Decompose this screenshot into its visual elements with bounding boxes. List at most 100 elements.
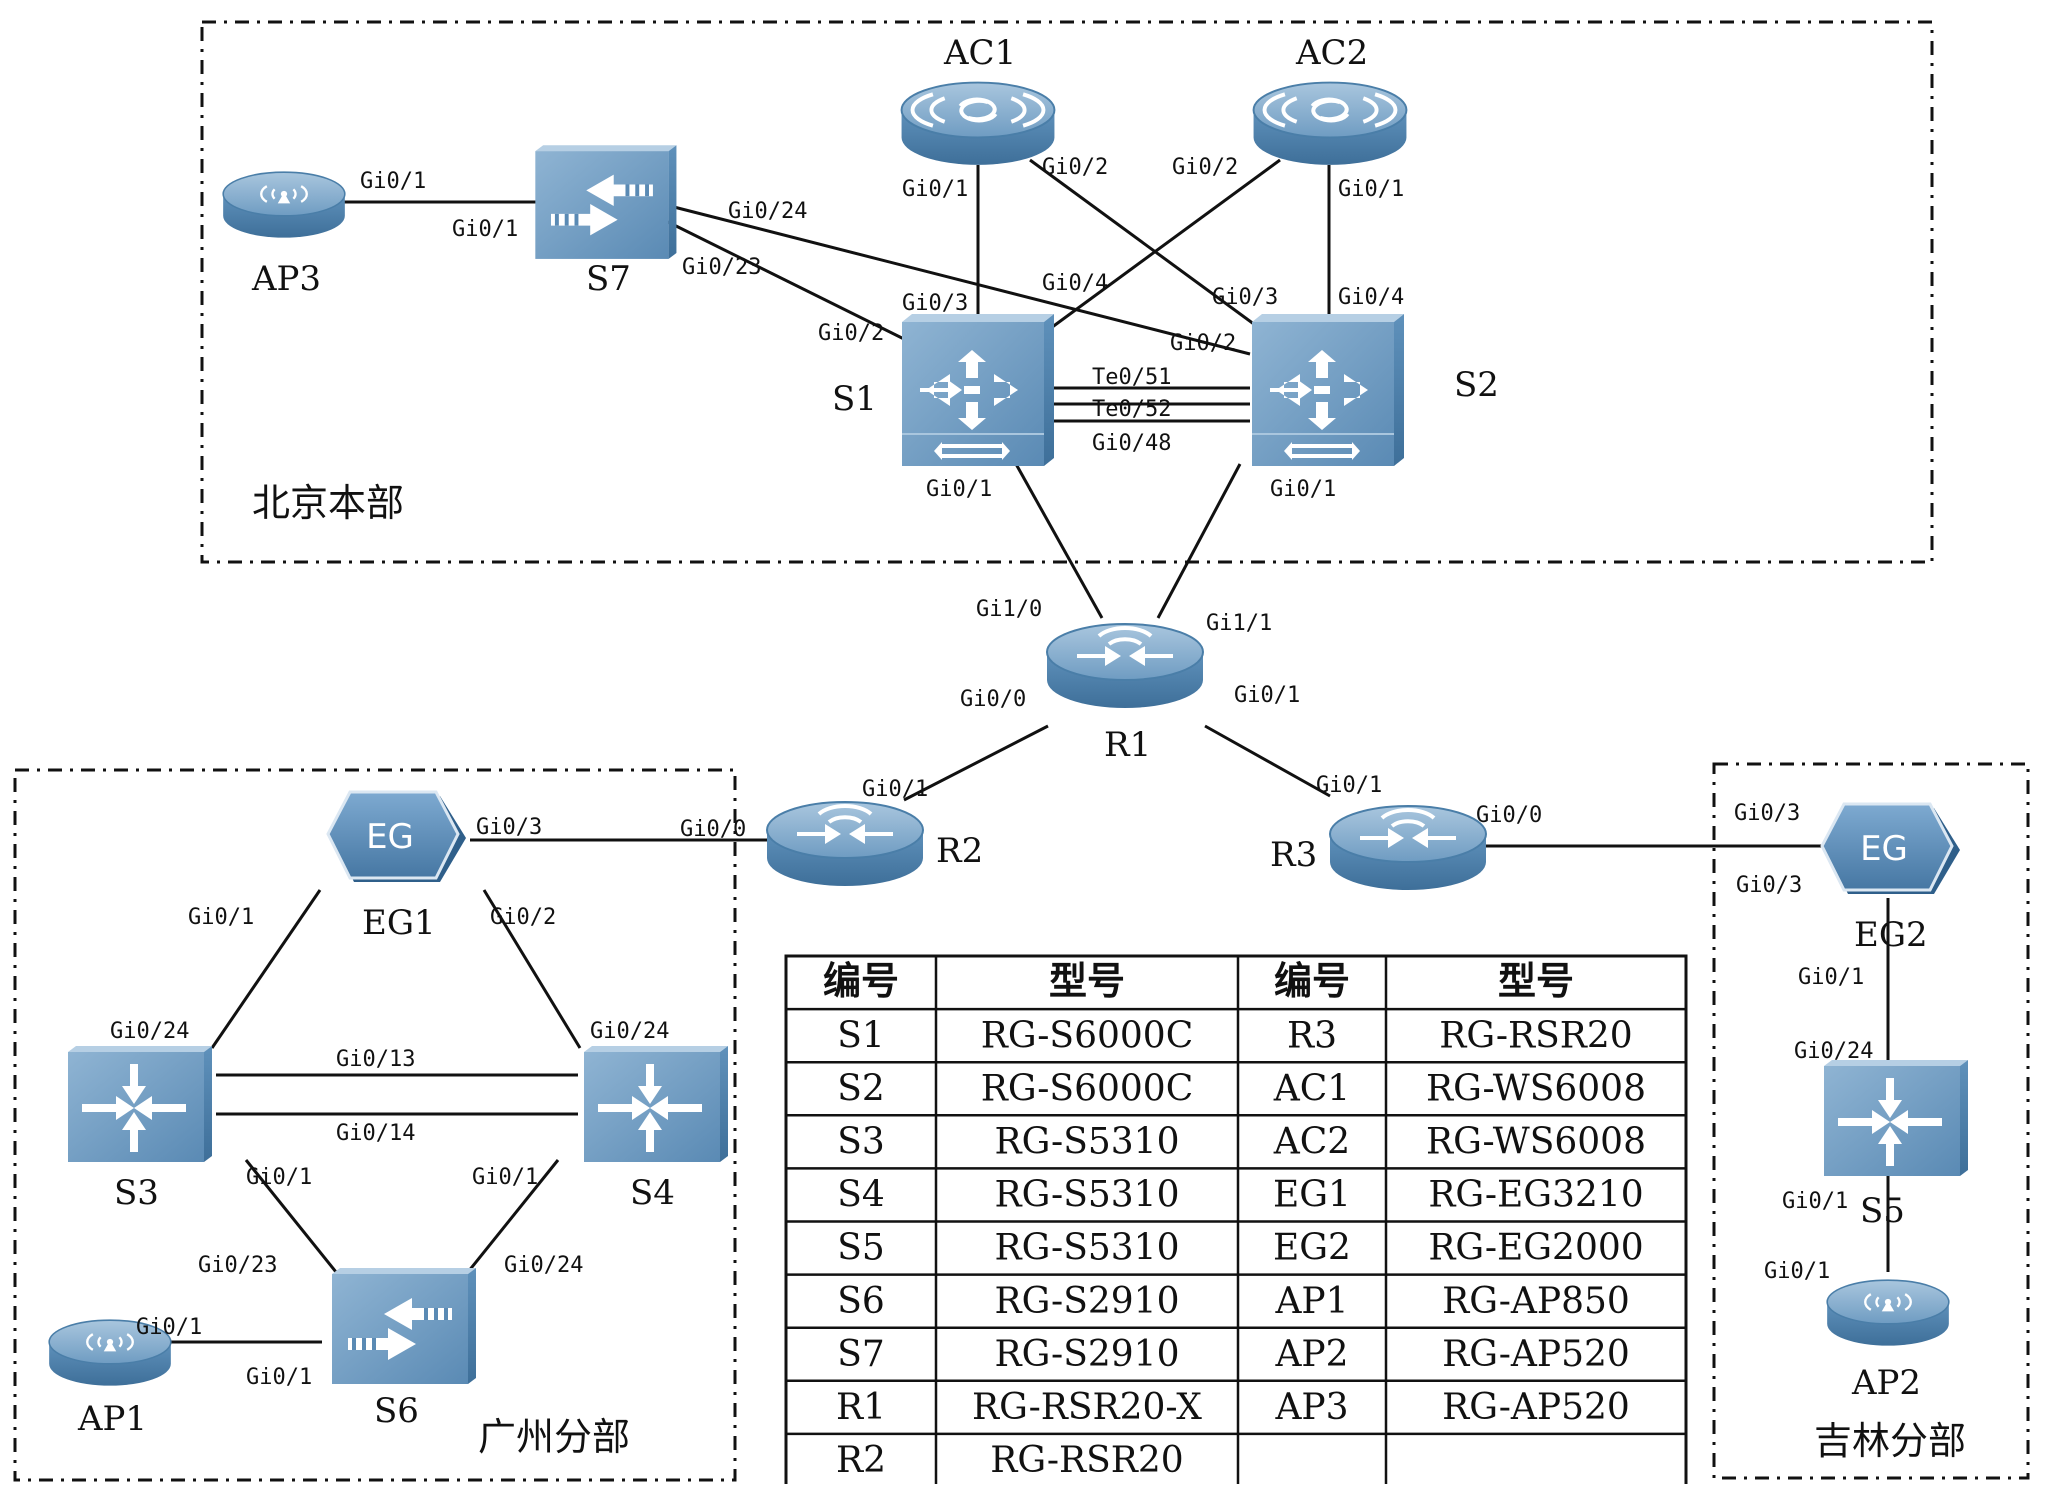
port-label: Gi0/2: [1172, 155, 1238, 180]
table-cell: RG-AP850: [1442, 1281, 1630, 1322]
port-label: Gi0/1: [188, 905, 254, 930]
device-s2[interactable]: [1250, 312, 1406, 468]
table-cell: RG-S2910: [995, 1281, 1180, 1322]
label-r2: R2: [936, 831, 983, 871]
port-label: Gi0/24: [504, 1253, 583, 1278]
port-label: Gi0/1: [902, 177, 968, 202]
label-eg1: EG1: [362, 903, 436, 943]
device-s7[interactable]: [535, 145, 677, 259]
table-cell: RG-S6000C: [981, 1068, 1194, 1109]
port-label: Gi0/0: [1476, 803, 1542, 828]
label-s6: S6: [374, 1391, 419, 1431]
port-label: Gi0/23: [198, 1253, 277, 1278]
table-cell: RG-RSR20: [1439, 1015, 1632, 1056]
device-ac1[interactable]: [900, 81, 1056, 166]
table-header-cell: 编号: [1274, 958, 1350, 1003]
region-jilin-border: [1712, 762, 2030, 1480]
table-cell: RG-S2910: [995, 1334, 1180, 1375]
eg1-icon-text: EG: [366, 817, 414, 857]
label-s1: S1: [832, 379, 877, 419]
label-ap2: AP2: [1851, 1363, 1921, 1403]
region-label-jilin: 吉林分部: [1814, 1419, 1966, 1463]
port-label: Gi0/3: [902, 291, 968, 316]
port-label: Gi0/3: [1212, 285, 1278, 310]
device-s4[interactable]: [584, 1046, 728, 1162]
link-eg1-s3: [210, 889, 322, 1049]
table-cell: RG-AP520: [1442, 1387, 1630, 1428]
port-label: Gi0/4: [1042, 271, 1108, 296]
table-cell: S3: [837, 1122, 885, 1163]
table-cell: RG-RSR20-X: [972, 1387, 1202, 1428]
port-label: Gi0/1: [452, 217, 518, 242]
table-cell: RG-EG3210: [1428, 1175, 1643, 1216]
port-label: Gi0/3: [1736, 873, 1802, 898]
link-ac2-s1: [1039, 158, 1281, 338]
label-ap3: AP3: [251, 259, 321, 299]
table-header-cell: 型号: [1498, 958, 1574, 1003]
table-header-cell: 型号: [1049, 958, 1125, 1003]
label-ap1: AP1: [77, 1399, 147, 1439]
link-eg1-s4: [482, 889, 582, 1049]
device-eg2[interactable]: EG: [1820, 802, 1962, 896]
link-s4-s6: [466, 1159, 560, 1273]
device-r1[interactable]: [1046, 623, 1204, 709]
label-s5: S5: [1860, 1191, 1905, 1231]
port-label: Gi0/1: [360, 169, 426, 194]
table-cell: RG-RSR20: [990, 1440, 1183, 1481]
table-cell: S7: [837, 1334, 885, 1375]
port-label: Gi0/1: [246, 1365, 312, 1390]
label-eg2: EG2: [1854, 915, 1928, 955]
device-ap2[interactable]: [1826, 1279, 1950, 1347]
device-s3[interactable]: [68, 1046, 212, 1162]
device-eg1[interactable]: EG: [326, 790, 468, 884]
links: [166, 158, 1890, 1344]
port-label: Gi0/4: [1338, 285, 1404, 310]
port-label: Gi0/1: [472, 1165, 538, 1190]
port-label: Gi0/3: [1734, 801, 1800, 826]
port-label: Gi0/1: [862, 777, 928, 802]
port-label: Gi0/13: [336, 1047, 415, 1072]
port-label: Gi0/2: [1042, 155, 1108, 180]
label-r3: R3: [1270, 835, 1317, 875]
device-s6[interactable]: [332, 1268, 476, 1384]
device-s5[interactable]: [1824, 1060, 1968, 1176]
table-cell: S4: [837, 1175, 885, 1216]
port-label: Gi0/1: [1764, 1259, 1830, 1284]
link-s7-s2-gi24: [669, 204, 1251, 356]
label-s2: S2: [1454, 365, 1499, 405]
device-r3[interactable]: [1329, 805, 1487, 891]
port-label: Gi0/24: [110, 1019, 189, 1044]
region-label-beijing: 北京本部: [252, 481, 404, 525]
device-ac2[interactable]: [1252, 81, 1408, 166]
eg2-icon-text: EG: [1860, 829, 1908, 869]
table-cell: S5: [837, 1228, 885, 1269]
table-cell: RG-S6000C: [981, 1015, 1194, 1056]
label-s3: S3: [114, 1173, 159, 1213]
port-label: Gi0/1: [1782, 1189, 1848, 1214]
label-s4: S4: [630, 1173, 675, 1213]
link-s3-s6: [244, 1159, 338, 1273]
table-header-cell: 编号: [823, 958, 899, 1003]
link-r1-r2: [903, 724, 1049, 802]
label-ac2: AC2: [1295, 33, 1368, 73]
device-s1[interactable]: [900, 312, 1056, 468]
table-cell: R1: [836, 1387, 886, 1428]
table-cell: AC1: [1273, 1068, 1350, 1109]
port-label: Te0/51: [1092, 365, 1171, 390]
port-label: Gi0/14: [336, 1121, 415, 1146]
port-label: Gi0/3: [476, 815, 542, 840]
table-cell: R3: [1287, 1015, 1337, 1056]
table-cell: S6: [837, 1281, 885, 1322]
device-ap3[interactable]: [222, 171, 346, 239]
port-label: Gi0/1: [1234, 683, 1300, 708]
table-cell: RG-S5310: [995, 1228, 1180, 1269]
port-label: Gi0/1: [1798, 965, 1864, 990]
link-s2-r1: [1156, 463, 1242, 619]
table-cell: S1: [837, 1015, 885, 1056]
table-cell: RG-S5310: [995, 1175, 1180, 1216]
region-beijing-border: [200, 20, 1934, 564]
port-label: Te0/52: [1092, 397, 1171, 422]
device-r2[interactable]: [766, 801, 924, 887]
port-label: Gi0/1: [136, 1315, 202, 1340]
